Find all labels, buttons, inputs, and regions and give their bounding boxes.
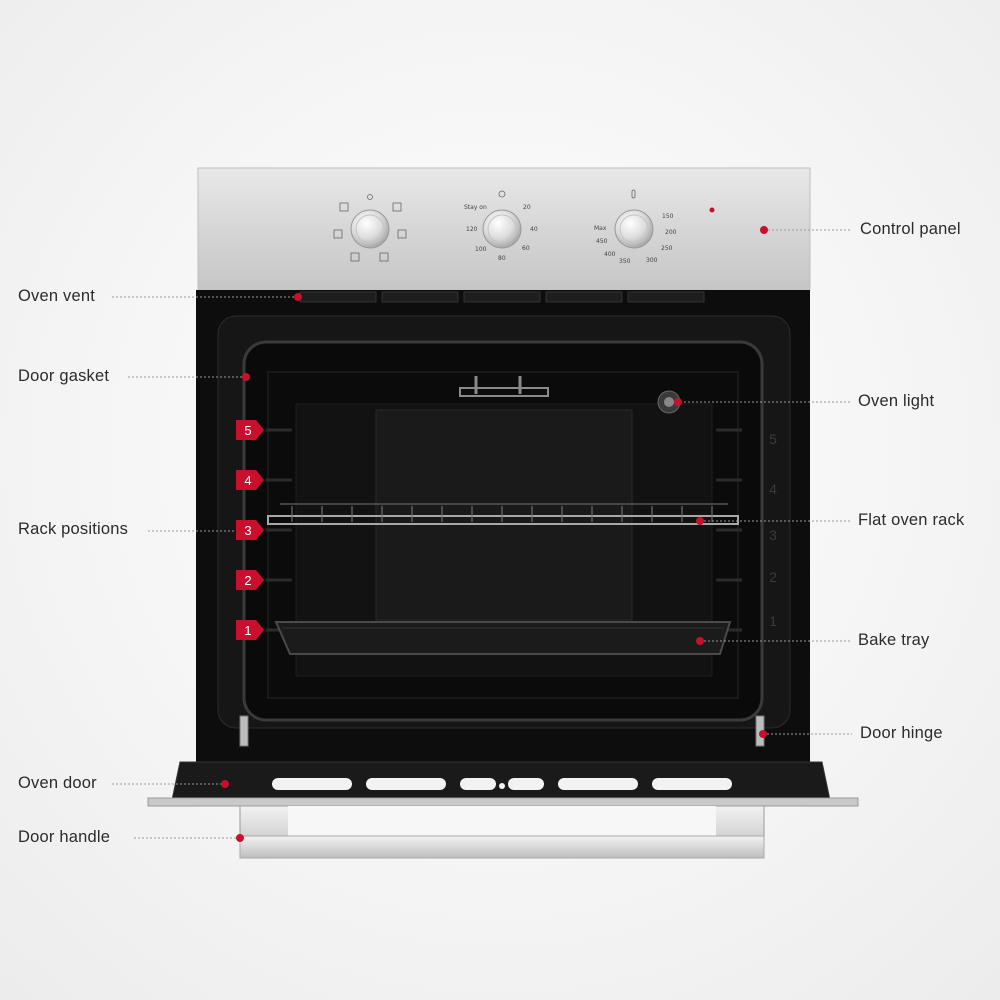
- oven-vent: [299, 291, 705, 303]
- temp-mark-300: 300: [646, 257, 658, 264]
- rack-badge-3: [236, 520, 264, 540]
- temp-mark-450: 450: [596, 238, 608, 245]
- temperature-knob[interactable]: [614, 189, 654, 249]
- rack-badge-1-label: 1: [244, 623, 251, 638]
- marker-dots: [221, 226, 768, 842]
- rack-badge-1: [236, 620, 264, 640]
- temp-mark-350: 350: [619, 258, 631, 265]
- temp-mark-250: 250: [661, 245, 673, 252]
- label-door-handle: Door handle: [18, 828, 111, 846]
- label-door-gasket: Door gasket: [18, 367, 110, 385]
- temp-dial-labels: Max 150 200 250 300 350 400 450: [594, 213, 677, 265]
- label-flat-oven-rack: Flat oven rack: [858, 511, 965, 529]
- temp-mark-200: 200: [665, 229, 677, 236]
- label-oven-light: Oven light: [858, 392, 935, 410]
- timer-mark-80: 80: [498, 255, 506, 262]
- rack-number-right-2: 2: [769, 569, 777, 585]
- indicator-light: [709, 207, 715, 213]
- timer-mark-60: 60: [522, 245, 530, 252]
- timer-mark-40: 40: [530, 226, 538, 233]
- temp-mark-150: 150: [662, 213, 674, 220]
- timer-dial-labels: Stay on 20 40 60 80 100 120: [464, 204, 538, 262]
- timer-knob[interactable]: [482, 190, 522, 249]
- function-knob[interactable]: [333, 194, 407, 262]
- temp-mark-400: 400: [604, 251, 616, 258]
- timer-stay-on: Stay on: [464, 204, 487, 211]
- flat-oven-rack: [267, 503, 739, 525]
- rack-number-right-3: 3: [769, 527, 777, 543]
- oven-door[interactable]: [147, 761, 859, 807]
- label-door-hinge: Door hinge: [860, 724, 943, 742]
- rack-badge-2-label: 2: [244, 573, 251, 588]
- label-oven-vent: Oven vent: [18, 287, 96, 305]
- timer-mark-20: 20: [523, 204, 531, 211]
- rack-number-right-4: 4: [769, 481, 777, 497]
- label-bake-tray: Bake tray: [858, 631, 930, 649]
- bake-tray: [274, 621, 732, 655]
- rack-badge-3-label: 3: [244, 523, 251, 538]
- oven-body: [196, 290, 810, 762]
- control-panel: [197, 167, 811, 291]
- timer-mark-120: 120: [466, 226, 478, 233]
- rack-number-right-5: 5: [769, 431, 777, 447]
- left-door-hinge: [239, 715, 249, 747]
- rack-badge-5: [236, 420, 264, 440]
- rack-badges: 5 4 3 2 1: [236, 420, 264, 640]
- rack-number-right-1: 1: [769, 613, 777, 629]
- rack-badge-2: [236, 570, 264, 590]
- label-rack-positions: Rack positions: [18, 520, 129, 538]
- label-control-panel: Control panel: [860, 220, 961, 238]
- leader-lines: [112, 229, 852, 839]
- timer-mark-100: 100: [475, 246, 487, 253]
- rack-numbers-right: 5 4 3 2 1: [769, 431, 777, 629]
- rack-badge-4-label: 4: [244, 473, 251, 488]
- label-oven-door: Oven door: [18, 774, 97, 792]
- rack-badge-5-label: 5: [244, 423, 251, 438]
- temp-mark-max: Max: [594, 225, 607, 232]
- rack-badge-4: [236, 470, 264, 490]
- door-handle[interactable]: [239, 805, 765, 859]
